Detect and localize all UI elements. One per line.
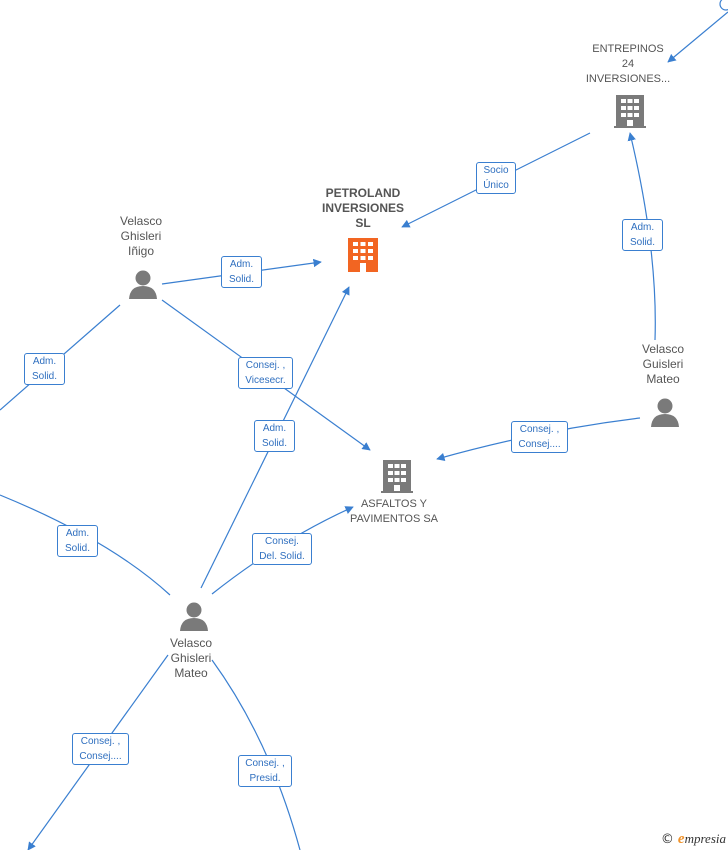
person-icon[interactable] — [129, 270, 157, 300]
edge-label-line: Adm. — [32, 356, 57, 367]
node-velasco-ghisleri-mateo-label[interactable]: Velasco Ghisleri Mateo — [146, 636, 236, 681]
node-petroland-line: SL — [355, 216, 371, 230]
edge-label-line: Adm. — [229, 259, 254, 270]
copyright-symbol: © — [660, 832, 674, 847]
empresia-logo: ©empresia — [661, 831, 726, 848]
edge-label-line: Consej. , — [519, 424, 560, 435]
edge-label-line: Del. Solid. — [259, 551, 305, 562]
edge-label-line: Socio — [483, 165, 509, 176]
node-velasco-inigo-line: Iñigo — [127, 244, 155, 258]
node-velasco-inigo-label[interactable]: Velasco Ghisleri Iñigo — [96, 214, 186, 259]
edge-label-consej-del-solid[interactable]: Consej. Del. Solid. — [252, 533, 312, 565]
edge-label-consej-consej-mateo[interactable]: Consej. , Consej.... — [72, 733, 129, 765]
node-asfaltos-line: ASFALTOS Y — [360, 498, 428, 510]
node-entrepinos-line: ENTREPINOS — [592, 43, 664, 55]
node-velasco-guisleri-mateo-line: Velasco — [641, 342, 685, 356]
edge-label-line: Solid. — [228, 274, 254, 285]
edge-label-line: Presid. — [249, 773, 281, 784]
building-icon[interactable] — [381, 460, 413, 493]
node-velasco-guisleri-mateo-label[interactable]: Velasco Guisleri Mateo — [618, 342, 708, 387]
edge-label-line: Único — [483, 180, 509, 191]
node-petroland-label[interactable]: PETROLAND INVERSIONES SL — [303, 186, 423, 231]
brand-name: mpresia — [684, 831, 726, 846]
node-velasco-guisleri-mateo-line: Guisleri — [642, 357, 684, 371]
edge-offscreen-entrepinos — [667, 11, 728, 63]
edge-label-line: Solid. — [31, 371, 57, 382]
person-icon[interactable] — [180, 602, 208, 632]
edge-label-adm-solid-inigo-left[interactable]: Adm. Solid. — [24, 353, 65, 385]
edge-label-adm-solid-mateo-petroland[interactable]: Adm. Solid. — [254, 420, 295, 452]
edge-label-line: Consej. , — [80, 736, 121, 747]
building-icon[interactable] — [348, 238, 378, 272]
edge-label-line: Adm. — [65, 528, 90, 539]
edge-label-socio-unico[interactable]: Socio Único — [476, 162, 516, 194]
edge-label-line: Adm. — [630, 222, 655, 233]
edge-label-consej-presid[interactable]: Consej. , Presid. — [238, 755, 292, 787]
edge-label-line: Consej.... — [518, 439, 561, 450]
node-velasco-guisleri-mateo-line: Mateo — [646, 372, 680, 386]
node-entrepinos-line: INVERSIONES... — [585, 73, 671, 85]
building-icon[interactable] — [614, 95, 646, 128]
edge-label-line: Consej. , — [245, 360, 286, 371]
node-entrepinos-line: 24 — [621, 58, 635, 70]
edge-mateo-bottom — [211, 659, 301, 850]
edge-label-line: Solid. — [64, 543, 90, 554]
node-velasco-inigo-line: Ghisleri — [120, 229, 162, 243]
edge-label-adm-solid-entrepinos[interactable]: Adm. Solid. — [622, 219, 663, 251]
node-petroland-line: PETROLAND — [325, 186, 401, 200]
brand-initial: e — [677, 831, 685, 847]
node-petroland-line: INVERSIONES — [321, 201, 405, 215]
edge-label-adm-solid-inigo-petroland[interactable]: Adm. Solid. — [221, 256, 262, 288]
edge-label-line: Vicesecr. — [245, 375, 286, 386]
node-velasco-ghisleri-mateo-line: Mateo — [174, 666, 208, 680]
node-velasco-ghisleri-mateo-line: Velasco — [169, 636, 213, 650]
edge-label-line: Solid. — [629, 237, 655, 248]
node-velasco-inigo-line: Velasco — [119, 214, 163, 228]
edge-label-adm-solid-left-mateo[interactable]: Adm. Solid. — [57, 525, 98, 557]
edge-label-consej-consej-guisleri[interactable]: Consej. , Consej.... — [511, 421, 568, 453]
edge-label-line: Solid. — [261, 438, 287, 449]
person-icon[interactable] — [651, 398, 679, 428]
node-entrepinos-label[interactable]: ENTREPINOS 24 INVERSIONES... — [568, 42, 688, 87]
edge-label-line: Consej. — [265, 536, 299, 547]
node-asfaltos-line: PAVIMENTOS SA — [349, 513, 439, 525]
node-velasco-ghisleri-mateo-line: Ghisleri — [170, 651, 212, 665]
edge-label-line: Adm. — [262, 423, 287, 434]
node-asfaltos-label[interactable]: ASFALTOS Y PAVIMENTOS SA — [334, 497, 454, 527]
edge-label-line: Consej. , — [245, 758, 285, 769]
edge-label-line: Consej.... — [79, 751, 122, 762]
edge-label-consej-vicesecr[interactable]: Consej. , Vicesecr. — [238, 357, 293, 389]
